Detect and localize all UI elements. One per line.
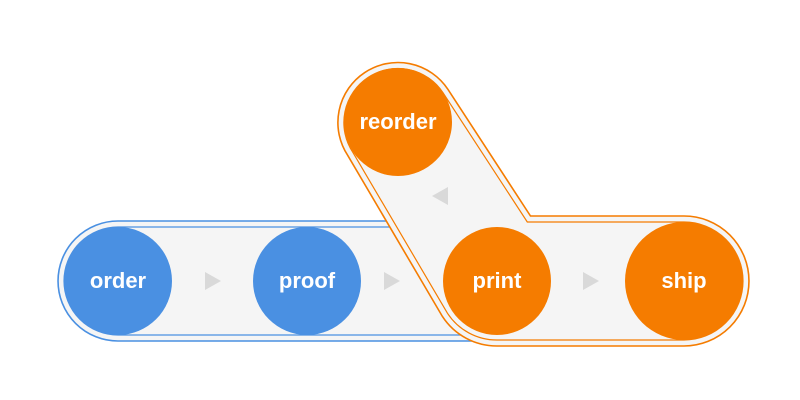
node-reorder-label: reorder [359,109,436,134]
node-ship[interactable]: ship [625,222,743,340]
node-print-label: print [473,268,523,293]
triangle-right-icon [583,272,599,290]
node-ship-label: ship [661,268,706,293]
triangle-right-icon [205,272,221,290]
node-reorder[interactable]: reorder [344,68,452,176]
node-order[interactable]: order [64,227,172,335]
triangle-left-icon [432,187,448,205]
node-print[interactable]: print [443,227,551,335]
connector-arrows [205,187,599,290]
node-proof-label: proof [279,268,336,293]
node-proof[interactable]: proof [253,227,361,335]
triangle-right-icon [384,272,400,290]
node-order-label: order [90,268,147,293]
